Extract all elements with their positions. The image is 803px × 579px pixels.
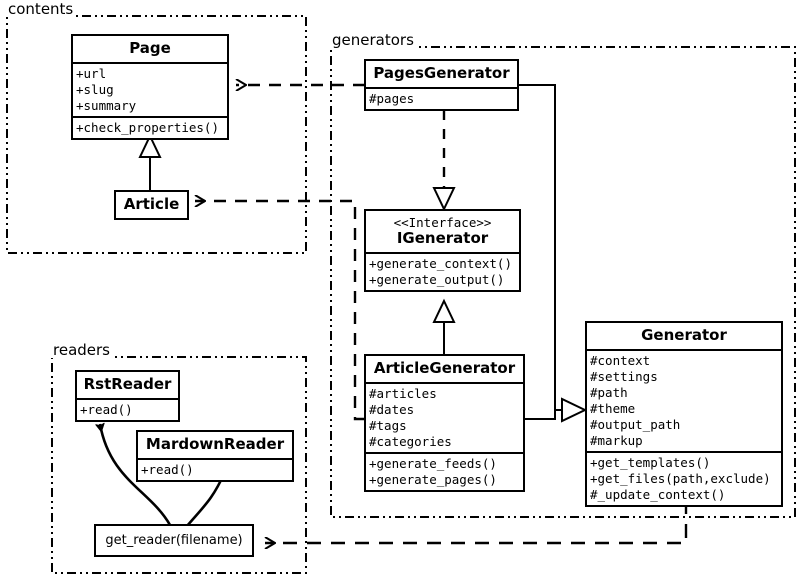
method-generate-context: +generate_context() [369,256,512,271]
attribute-summary: +summary [76,98,137,113]
class-name-igenerator: IGenerator [396,229,489,247]
realization-pagesgenerator-to-igenerator [432,110,456,212]
dependency-articlegenerator-to-article [195,201,365,421]
class-box-pages-generator[interactable]: PagesGenerator #pages [364,59,519,111]
class-box-generator[interactable]: Generator #context #settings #path #them… [585,321,783,507]
class-attributes-generator: #context #settings #path #theme #output_… [587,349,781,451]
package-label-readers: readers [51,341,112,359]
class-name-mardown-reader: MardownReader [145,435,285,453]
class-methods-rst-reader: +read() [77,398,178,420]
class-methods-article-generator: +generate_feeds() +generate_pages() [366,452,523,490]
method-update-context: #_update_context() [590,487,726,502]
method-generate-output: +generate_output() [369,272,505,287]
class-box-page[interactable]: Page +url +slug +summary +check_properti… [71,34,229,140]
method-generate-feeds: +generate_feeds() [369,456,497,471]
method-read-rst: +read() [80,402,133,417]
attribute-articles: #articles [369,386,437,401]
attribute-path: #path [590,385,628,400]
attribute-theme: #theme [590,401,636,416]
class-name-rst-reader: RstReader [83,375,172,393]
class-name-page: Page [129,39,171,57]
class-name-generator: Generator [641,326,727,344]
method-get-files: +get_files(path,exclude) [590,471,771,486]
method-read-markdown: +read() [141,462,194,477]
class-box-igenerator[interactable]: <<Interface>> IGenerator +generate_conte… [364,209,521,292]
attribute-categories: #categories [369,434,452,449]
class-box-article-generator[interactable]: ArticleGenerator #articles #dates #tags … [364,354,525,492]
generalization-generators-to-generator [519,84,588,423]
method-check-properties: +check_properties() [76,120,219,135]
package-label-contents: contents [6,0,76,18]
generalization-articlegenerator-to-igenerator [432,298,456,354]
class-name-article-generator: ArticleGenerator [373,359,516,377]
method-generate-pages: +generate_pages() [369,472,497,487]
attribute-tags: #tags [369,418,407,433]
class-attributes-article-generator: #articles #dates #tags #categories [366,382,523,452]
class-name-article: Article [123,195,180,213]
attribute-pages: #pages [369,91,415,106]
attribute-slug: +slug [76,82,114,97]
attribute-dates: #dates [369,402,415,417]
class-stereotype-igenerator: <<Interface>> [393,215,492,230]
class-methods-igenerator: +generate_context() +generate_output() [366,252,519,290]
generalization-article-to-page [138,133,162,190]
attribute-markup: #markup [590,433,643,448]
class-attributes-page: +url +slug +summary [73,62,227,116]
attribute-settings: #settings [590,369,658,384]
class-name-pages-generator: PagesGenerator [373,64,510,82]
class-box-article[interactable]: Article [114,190,189,220]
class-methods-page: +check_properties() [73,116,227,138]
function-name-get-reader: get_reader(filename) [105,533,243,548]
class-box-mardown-reader[interactable]: MardownReader +read() [136,430,294,482]
class-attributes-pages-generator: #pages [366,87,517,109]
package-label-generators: generators [330,31,416,49]
attribute-url: +url [76,66,107,81]
class-box-rst-reader[interactable]: RstReader +read() [75,370,180,422]
method-get-templates: +get_templates() [590,455,711,470]
attribute-context: #context [590,353,651,368]
attribute-output-path: #output_path [590,417,681,432]
class-methods-mardown-reader: +read() [138,458,292,480]
class-methods-generator: +get_templates() +get_files(path,exclude… [587,451,781,505]
function-box-get-reader[interactable]: get_reader(filename) [94,524,254,557]
